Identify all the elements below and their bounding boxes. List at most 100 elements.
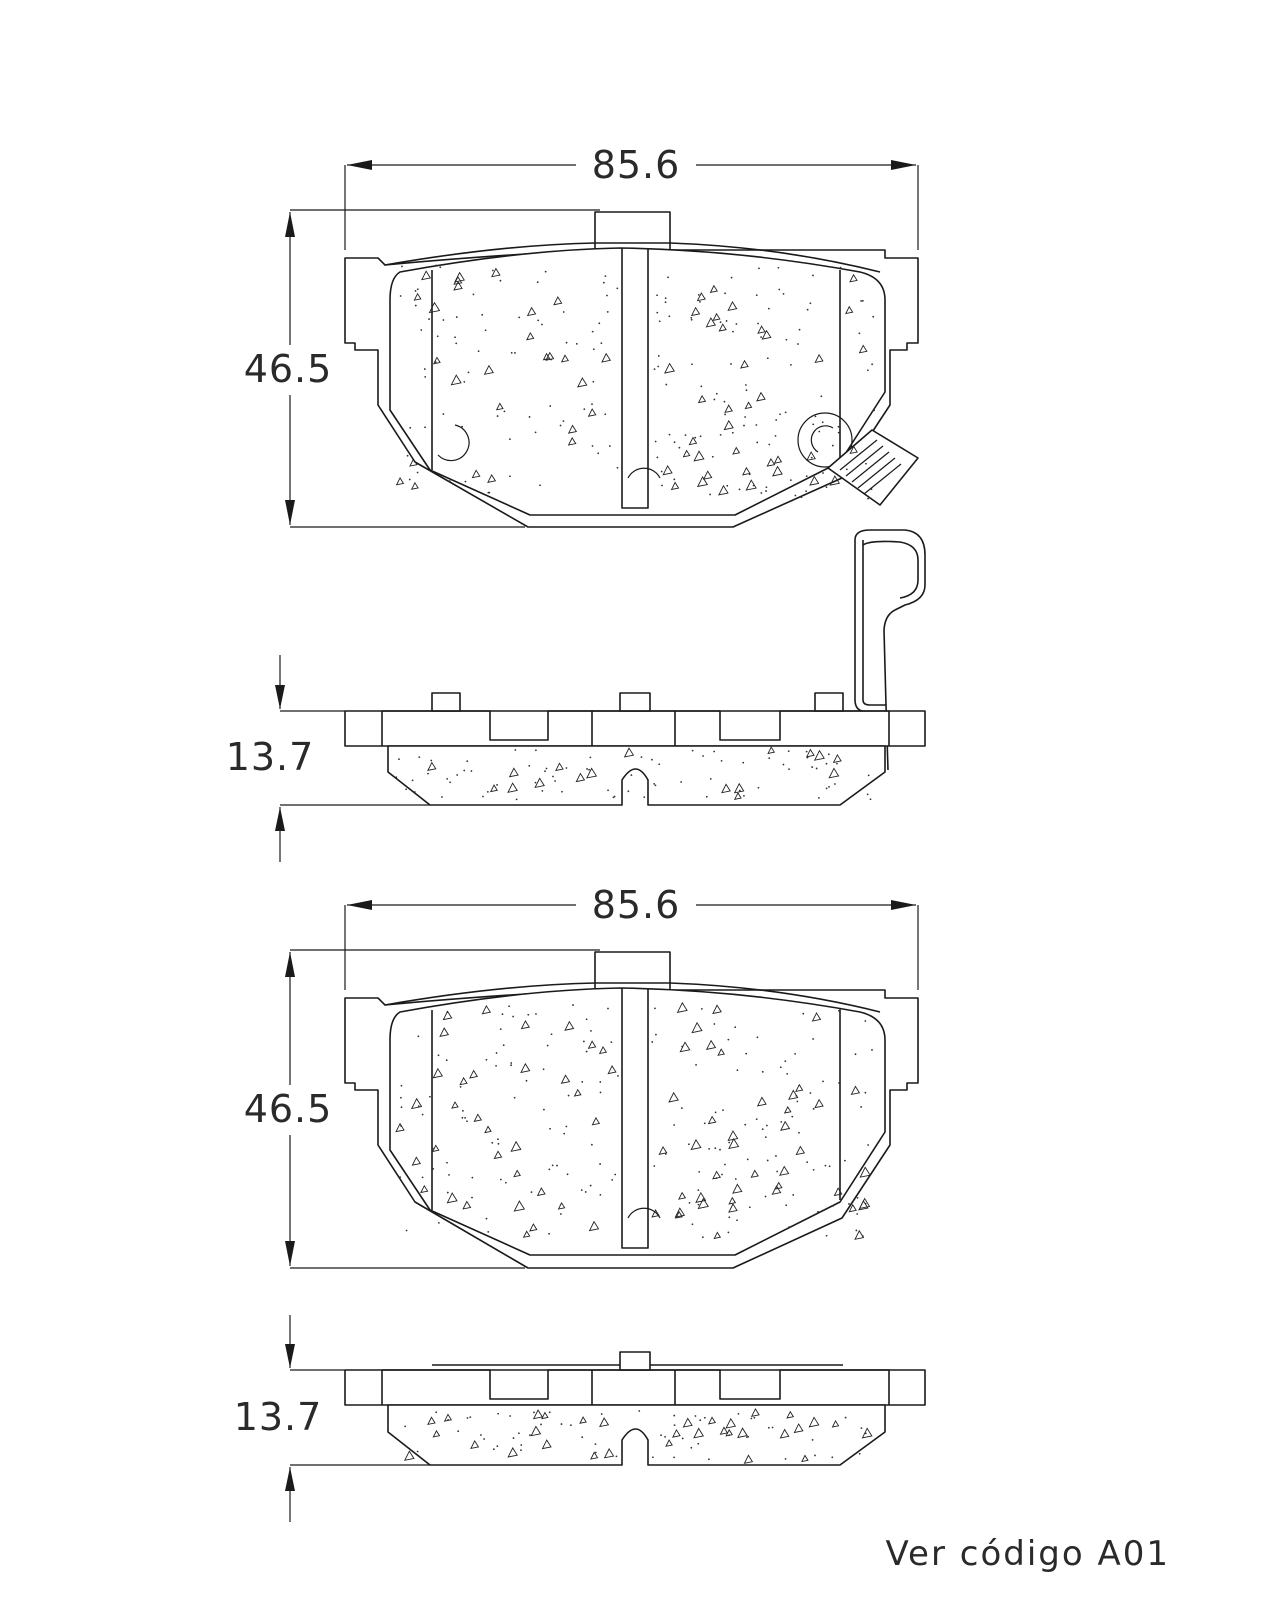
speckle-dot [734,1026,737,1029]
speckle-dot [414,290,417,292]
speckle-dot [416,288,419,291]
speckle-mark [403,1450,415,1461]
speckle-dot [656,311,659,314]
speckle-dot [421,1113,424,1116]
speckle-mark [814,353,824,364]
speckle-dot [650,758,653,761]
speckle-dot [872,315,875,318]
speckle-dot [785,338,788,341]
speckle-dot [711,455,714,458]
speckle-dot [723,400,726,403]
speckle-dot [810,456,813,459]
speckle-dot [405,1229,408,1232]
speckle-mark [725,1417,737,1429]
speckle-dot [746,1158,749,1161]
speckle-mark [707,1416,717,1425]
speckle-mark [662,465,673,476]
speckle-dot [599,1081,602,1083]
speckle-dot [509,475,511,478]
speckle-dot [839,266,842,269]
speckle-dot [435,264,438,267]
speckle-dot [546,1044,549,1047]
height-dimension-label: 46.5 [244,347,333,391]
speckle-dot [548,1232,551,1235]
speckle-mark [541,1439,552,1450]
speckle-dot [539,484,541,487]
speckle-dot [748,1206,751,1209]
speckle-mark [591,1116,601,1126]
speckle-dot [864,1202,867,1205]
speckle-dot [456,774,459,776]
speckle-dot [466,1417,469,1419]
speckle-dot [446,778,449,780]
speckle-mark [495,402,504,411]
speckle-dot [761,1128,764,1131]
speckle-dot [597,452,600,455]
speckle-dot [607,1007,609,1010]
speckle-dot [591,445,594,447]
speckle-mark [432,356,441,365]
speckle-mark [845,305,854,315]
speckle-dot [805,750,808,753]
speckle-dot [589,1184,592,1187]
speckle-mark [530,1425,542,1437]
speckle-mark [489,784,498,793]
speckle-dot [736,1219,738,1222]
speckle-dot [866,369,869,372]
speckle-dot [709,777,712,780]
speckle-dot [858,332,861,335]
speckle-dot [719,433,722,436]
speckle-dot [565,1125,568,1128]
speckle-mark [733,782,745,794]
speckle-dot [673,1424,676,1427]
speckle-mark [420,1184,429,1194]
speckle-dot [724,292,726,295]
speckle-dot [421,1176,424,1179]
speckle-dot [673,1414,676,1417]
speckle-dot [800,496,803,499]
speckle-dot [528,416,531,418]
speckle-mark [410,481,419,490]
speckle-dot [518,316,521,319]
speckle-mark [395,1122,405,1133]
speckle-dot [482,795,484,798]
speckle-dot [611,1178,614,1181]
speckle-dot [527,1013,530,1016]
speckle-dot [560,1423,563,1425]
speckle-dot [870,488,873,491]
speckle-dot [802,1012,805,1015]
speckle-dot [405,788,408,791]
speckle-dot [812,1108,815,1110]
speckle-dot [788,1226,791,1228]
speckle-mark [780,1120,791,1131]
speckle-dot [520,1444,523,1446]
speckle-mark [678,1191,687,1200]
speckle-dot [703,1416,706,1419]
speckle-mark [560,1074,571,1084]
speckle-dot [798,328,801,331]
speckle-mark [718,323,727,332]
speckle-mark [675,1210,683,1219]
speckle-dot [864,1432,867,1435]
speckle-dot [581,1436,584,1439]
speckle-mark [727,1130,739,1142]
speckle-dot [651,1456,654,1459]
speckle-dot [805,490,807,493]
speckle-dot [566,1173,569,1176]
speckle-dot [812,274,814,277]
speckle-dot [429,1095,431,1098]
speckle-dot [744,416,747,418]
speckle-dot [411,779,414,782]
speckle-dot [760,336,763,339]
speckle-dot [616,466,619,469]
speckle-dot [771,1426,774,1429]
speckle-dot [755,424,758,426]
speckle-dot [492,1448,495,1451]
speckle-dot [512,1437,515,1439]
speckle-dot [848,1203,850,1205]
speckle-dot [743,424,745,427]
speckle-mark [833,1187,843,1197]
speckle-mark [601,352,612,363]
speckle-dot [866,793,869,796]
speckle-dot [838,1009,840,1012]
